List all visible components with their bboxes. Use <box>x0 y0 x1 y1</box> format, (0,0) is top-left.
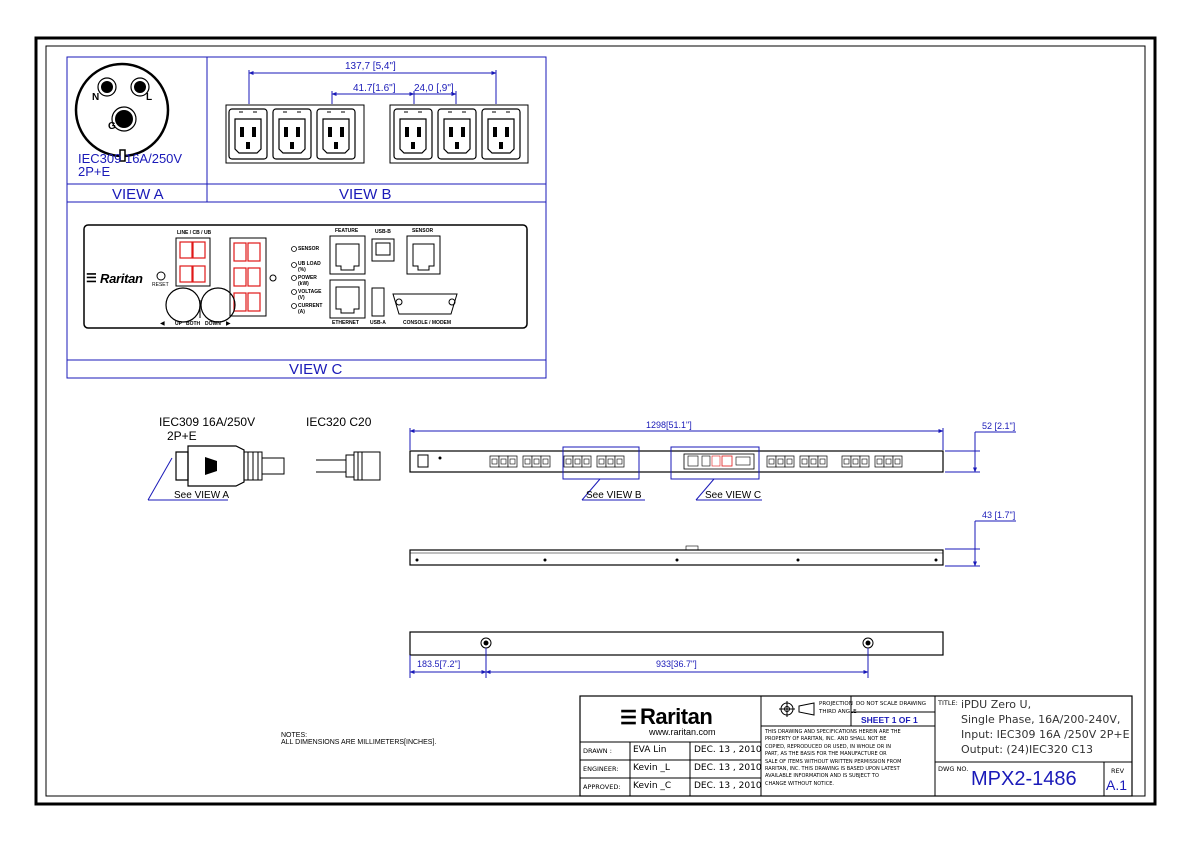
rev-label: REV <box>1111 767 1125 775</box>
led-voltage-label: VOLTAGE <box>298 289 322 295</box>
nav-left-arrow-icon: ◀ <box>160 321 165 327</box>
notes-line1: ALL DIMENSIONS ARE MILLIMETERS[INCHES]. <box>281 739 437 746</box>
title-line-2: Single Phase, 16A/200-240V, <box>961 713 1121 726</box>
approved-name: Kevin _C <box>633 781 672 791</box>
iec309-plug-face <box>74 62 170 162</box>
title-block-brand: Raritan <box>640 704 713 729</box>
disclaimer-line: PROPERTY OF RARITAN, INC. AND SHALL NOT … <box>765 736 887 743</box>
approved-date: DEC. 13 , 2010 <box>694 781 762 791</box>
line-cb-ub-label: LINE / CB / UB <box>177 230 212 236</box>
title-label: TITLE: <box>938 699 958 707</box>
view-c-control-panel <box>83 224 528 329</box>
projection-line2: THIRD ANGLE <box>819 709 857 715</box>
dim-mount-offset: 183.5[7.2"] <box>417 659 461 669</box>
port-feature-label: FEATURE <box>335 228 359 234</box>
disclaimer-block: THIS DRAWING AND SPECIFICATIONS HEREIN A… <box>765 729 933 788</box>
see-view-a-callout: See VIEW A <box>174 490 230 501</box>
approved-label: APPROVED: <box>583 783 621 791</box>
dim-pdu-length: 1298[51.1"] <box>646 420 692 430</box>
disclaimer-line: AVAILABLE INFORMATION AND IS SUBJECT TO <box>765 773 879 780</box>
engineer-name: Kevin _L <box>633 763 670 773</box>
led-power-label: POWER <box>298 275 317 281</box>
do-not-scale-label: DO NOT SCALE DRAWING <box>856 701 926 707</box>
title-block-url: www.raritan.com <box>649 727 716 737</box>
engineer-date: DEC. 13 , 2010 <box>694 763 762 773</box>
view-b-outlet-banks <box>225 104 529 164</box>
pin-n-label: N <box>92 92 100 103</box>
view-b-dimensions <box>248 70 497 104</box>
dim-pdu-depth: 43 [1.7"] <box>982 510 1016 520</box>
led-ub-load-label: UB LOAD <box>298 261 321 267</box>
led-current-label: CURRENT <box>298 303 323 309</box>
port-usb-a-label: USB-A <box>370 320 386 326</box>
title-line-4: Output: (24)IEC320 C13 <box>961 743 1094 756</box>
port-sensor-label: SENSOR <box>412 228 434 234</box>
dim-mount-spacing: 933[36.7"] <box>656 659 697 669</box>
projection-line1: PROJECTION <box>819 701 853 707</box>
title-line-3: Input: IEC309 16A /250V 2P+E <box>961 728 1130 741</box>
title-block-frame <box>579 695 1133 797</box>
pdu-side-view <box>409 520 1016 567</box>
pdu-front-view <box>409 428 1016 501</box>
raritan-panel-logo: Raritan <box>100 271 143 286</box>
dim-pdu-width: 52 [2.1"] <box>982 421 1016 431</box>
see-view-c-callout: See VIEW C <box>705 490 762 501</box>
plug-title-line2: 2P+E <box>167 429 197 443</box>
dwg-no-label: DWG NO. <box>938 765 969 773</box>
view-b-dim-overall: 137,7 [5,4"] <box>345 61 396 72</box>
input-plug-drawing <box>147 445 285 501</box>
disclaimer-line: PART, AS THE BASIS FOR THE MANUFACTURE O… <box>765 751 887 758</box>
plug-title-line1: IEC309 16A/250V <box>159 415 256 429</box>
sheet-number: SHEET 1 OF 1 <box>861 715 918 725</box>
view-a-label: VIEW A <box>112 186 164 203</box>
drawn-date: DEC. 13 , 2010 <box>694 745 762 755</box>
disclaimer-line: COPIED, REPRODUCED OR USED, IN WHOLE OR … <box>765 743 891 750</box>
drawn-label: DRAWN : <box>583 747 612 755</box>
cord-title: IEC320 C20 <box>306 415 372 429</box>
port-usb-b-label: USB-B <box>375 229 391 235</box>
dwg-number: MPX2-1486 <box>971 768 1077 790</box>
engineer-label: ENGINEER: <box>583 765 619 773</box>
led-power-unit: (kW) <box>298 281 309 287</box>
pdu-rear-view <box>409 631 944 678</box>
drawn-name: EVA Lin <box>633 745 667 755</box>
notes-heading: NOTES: <box>281 732 308 739</box>
title-line-1: iPDU Zero U, <box>961 698 1032 711</box>
view-a-spec-line2: 2P+E <box>78 164 111 179</box>
detail-views <box>66 56 547 379</box>
disclaimer-line: RARITAN, INC. THIS DRAWING IS BASED UPON… <box>765 766 900 773</box>
port-console-label: CONSOLE / MODEM <box>403 320 452 326</box>
pin-l-label: L <box>146 92 153 103</box>
nav-both-label: BOTH <box>186 321 201 327</box>
disclaimer-line: CHANGE WITHOUT NOTICE. <box>765 780 834 787</box>
port-ethernet-label: ETHERNET <box>332 320 359 326</box>
view-b-label: VIEW B <box>339 186 392 203</box>
nav-right-arrow-icon: ▶ <box>226 321 231 327</box>
view-c-label: VIEW C <box>289 361 343 378</box>
view-b-dim-pitch: 24,0 [,9"] <box>414 83 454 94</box>
output-cord-drawing <box>316 451 381 481</box>
view-a-spec-line1: IEC309 16A/250V <box>78 151 183 166</box>
title-block-logo-mark-icon: ☰ <box>620 708 638 729</box>
disclaimer-line: THIS DRAWING AND SPECIFICATIONS HEREIN A… <box>765 729 901 735</box>
nav-up-label: UP <box>175 321 182 327</box>
nav-down-label: DOWN <box>205 321 221 327</box>
led-current-unit: (A) <box>298 309 305 315</box>
disclaimer-line: SALE OF ITEMS WITHOUT WRITTEN PERMISSION… <box>765 758 902 765</box>
see-view-b-callout: See VIEW B <box>586 490 642 501</box>
pin-g-label: G <box>108 121 116 132</box>
panel-logo-mark-icon: ☰ <box>86 271 97 285</box>
led-sensor-label: SENSOR <box>298 246 320 252</box>
rev-value: A.1 <box>1106 777 1128 793</box>
view-b-dim-group: 41.7[1.6"] <box>353 83 396 94</box>
led-voltage-unit: (V) <box>298 295 305 301</box>
led-ub-load-unit: (%) <box>298 267 306 273</box>
reset-label: RESET <box>152 282 169 288</box>
